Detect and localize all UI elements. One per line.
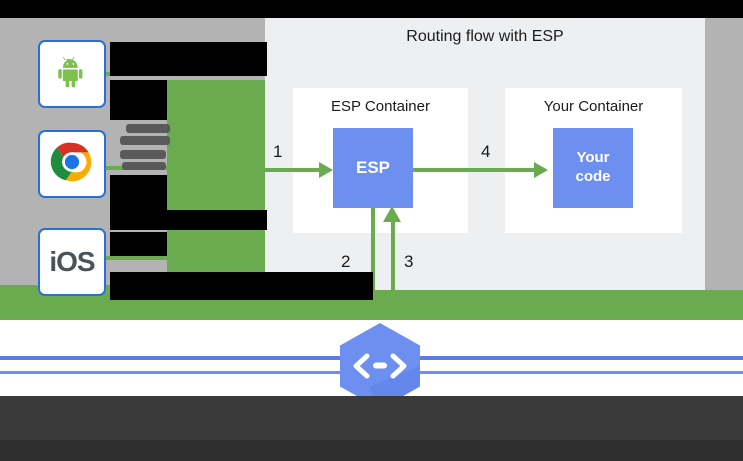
step-number-4: 4: [481, 142, 491, 161]
redacted-text-4: [122, 162, 166, 170]
client-card-ios[interactable]: iOS: [38, 228, 106, 296]
your-code-node[interactable]: Your code: [553, 128, 633, 208]
arrow-2-line: [371, 208, 375, 320]
right-gray-margin: [705, 18, 743, 290]
your-container-title: Your Container: [543, 98, 644, 115]
page-title: Routing flow with ESP: [406, 28, 564, 45]
arrow-3-line: [391, 218, 395, 320]
arrow-4-line: [413, 168, 539, 172]
client-card-chrome[interactable]: [38, 130, 106, 198]
esp-node-label: ESP: [355, 158, 391, 178]
client-card-android[interactable]: [38, 40, 106, 108]
arrow-4-head-icon: [534, 162, 548, 178]
step-number-1: 1: [273, 142, 283, 161]
occlusion-c: [110, 175, 167, 210]
occlusion-bottom-2: [0, 440, 743, 461]
esp-container-title: ESP Container: [331, 98, 430, 115]
client-traffic-block: [167, 80, 265, 290]
ios-connector: [106, 256, 168, 260]
redacted-text-3: [120, 150, 166, 159]
redacted-text-2: [120, 136, 170, 145]
your-code-label-line2: code: [575, 168, 611, 185]
chrome-icon: [49, 139, 95, 190]
android-icon: [52, 52, 92, 97]
occlusion-b: [110, 80, 167, 120]
arrow-1-line: [265, 168, 323, 172]
occlusion-d: [110, 210, 267, 230]
step-number-3: 3: [404, 252, 414, 271]
your-code-label-line1: Your: [576, 149, 610, 167]
occlusion-a: [110, 42, 267, 76]
esp-node[interactable]: ESP: [333, 128, 413, 208]
redacted-text-1: [126, 124, 170, 133]
occlusion-e: [110, 232, 167, 256]
occlusion-g: [167, 290, 373, 300]
ios-label: iOS: [49, 246, 95, 277]
occlusion-top: [0, 0, 743, 18]
arrow-3-head-icon: [383, 206, 401, 222]
arrow-1-head-icon: [319, 162, 333, 178]
step-number-2: 2: [341, 252, 351, 271]
